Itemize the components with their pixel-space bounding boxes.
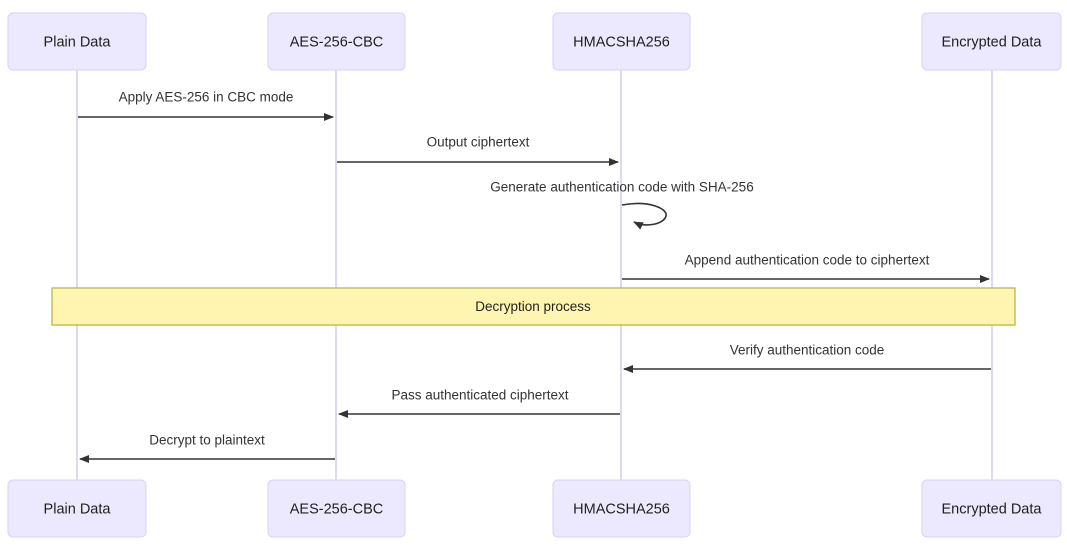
- message-label: Verify authentication code: [730, 343, 885, 358]
- participant-label: Encrypted Data: [942, 501, 1043, 517]
- self-loop-arc[interactable]: [621, 202, 667, 230]
- message-generate-authentication-code-with-sha-256[interactable]: Generate authentication code with SHA-25…: [490, 180, 754, 230]
- participant-label: AES-256-CBC: [290, 34, 383, 50]
- participant-box[interactable]: [7, 479, 147, 538]
- participant-top-aes[interactable]: AES-256-CBC: [267, 12, 406, 71]
- participant-bottom-aes[interactable]: AES-256-CBC: [267, 479, 406, 538]
- participant-box[interactable]: [552, 479, 691, 538]
- participant-bottom-plain[interactable]: Plain Data: [7, 479, 147, 538]
- participant-bottom-hmac[interactable]: HMACSHA256: [552, 479, 691, 538]
- participant-box[interactable]: [921, 479, 1062, 538]
- message-apply-aes-256-in-cbc-mode[interactable]: Apply AES-256 in CBC mode: [78, 90, 334, 121]
- participant-box[interactable]: [552, 12, 691, 71]
- note-box[interactable]: [51, 287, 1016, 326]
- message-label: Apply AES-256 in CBC mode: [119, 90, 294, 105]
- participant-top-plain[interactable]: Plain Data: [7, 12, 147, 71]
- participant-label: AES-256-CBC: [290, 501, 383, 517]
- participant-box[interactable]: [267, 479, 406, 538]
- message-label: Pass authenticated ciphertext: [391, 388, 568, 403]
- message-label: Append authentication code to ciphertext: [685, 253, 930, 268]
- participant-label: HMACSHA256: [573, 34, 670, 50]
- message-decrypt-to-plaintext[interactable]: Decrypt to plaintext: [79, 433, 335, 463]
- message-output-ciphertext[interactable]: Output ciphertext: [337, 135, 619, 166]
- message-label: Decrypt to plaintext: [149, 433, 265, 448]
- message-label: Generate authentication code with SHA-25…: [490, 180, 753, 195]
- participant-box[interactable]: [7, 12, 147, 71]
- participant-label: Encrypted Data: [942, 34, 1043, 50]
- participant-box[interactable]: [921, 12, 1062, 71]
- participant-bottom-enc[interactable]: Encrypted Data: [921, 479, 1062, 538]
- participant-box[interactable]: [267, 12, 406, 71]
- note-label: Decryption process: [475, 299, 591, 314]
- lifelines-group: [76, 70, 993, 480]
- participant-top-enc[interactable]: Encrypted Data: [921, 12, 1062, 71]
- note-decryption-process[interactable]: Decryption process: [51, 287, 1016, 326]
- participant-label: Plain Data: [44, 34, 112, 50]
- message-pass-authenticated-ciphertext[interactable]: Pass authenticated ciphertext: [338, 388, 620, 418]
- participant-label: Plain Data: [44, 501, 112, 517]
- message-label: Output ciphertext: [427, 135, 530, 150]
- message-verify-authentication-code[interactable]: Verify authentication code: [623, 343, 991, 373]
- message-append-authentication-code-to-ciphertext[interactable]: Append authentication code to ciphertext: [622, 253, 990, 283]
- participant-top-hmac[interactable]: HMACSHA256: [552, 12, 691, 71]
- participant-label: HMACSHA256: [573, 501, 670, 517]
